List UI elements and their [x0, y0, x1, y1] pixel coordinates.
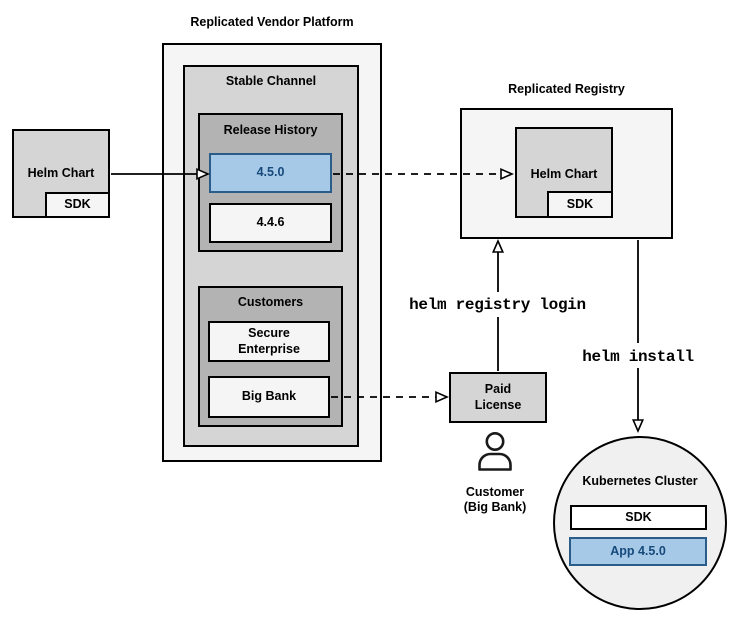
release-446-label: 4.4.6: [256, 215, 285, 230]
customer-secure-enterprise-label: Secure Enterprise: [208, 321, 330, 362]
customer-name-line1: Customer: [465, 484, 525, 499]
vendor-sdk-label: SDK: [64, 197, 91, 212]
helm-install-command: helm install: [582, 348, 694, 366]
paid-license-box: [449, 372, 547, 423]
registry-sdk-box: [547, 191, 613, 218]
cluster-sdk-label: SDK: [625, 509, 652, 524]
release-history-title: Release History: [223, 123, 318, 138]
release-450-label: 4.5.0: [256, 165, 285, 180]
paid-license-label: Paid License: [449, 372, 547, 423]
registry-helm-chart-label: Helm Chart: [530, 167, 598, 182]
customer-name-line2: (Big Bank): [463, 499, 527, 514]
customer-secure-enterprise-text: Secure Enterprise: [238, 325, 300, 356]
release-450-box: [209, 153, 332, 193]
registry-title: Replicated Registry: [508, 82, 625, 97]
customer-big-bank-box: [208, 376, 330, 418]
customer-secure-enterprise-box: [208, 321, 330, 362]
vendor-sdk-box: [45, 192, 110, 218]
vendor-helm-chart-label: Helm Chart: [27, 166, 95, 181]
arrow-registry-to-cluster: [631, 240, 645, 434]
customers-title: Customers: [237, 295, 304, 310]
paid-license-text: Paid License: [474, 381, 522, 412]
stable-channel-title: Stable Channel: [225, 74, 317, 89]
person-icon: [478, 431, 512, 471]
cluster-app-label: App 4.5.0: [610, 543, 666, 558]
kubernetes-cluster-title: Kubernetes Cluster: [582, 474, 698, 489]
cluster-app-box: [569, 537, 707, 566]
cluster-sdk-box: [570, 505, 707, 530]
helm-registry-login-command: helm registry login: [409, 296, 586, 314]
registry-sdk-label: SDK: [566, 196, 594, 211]
customer-big-bank-label: Big Bank: [241, 389, 297, 404]
release-446-box: [209, 203, 332, 243]
vendor-platform-title: Replicated Vendor Platform: [190, 15, 354, 30]
